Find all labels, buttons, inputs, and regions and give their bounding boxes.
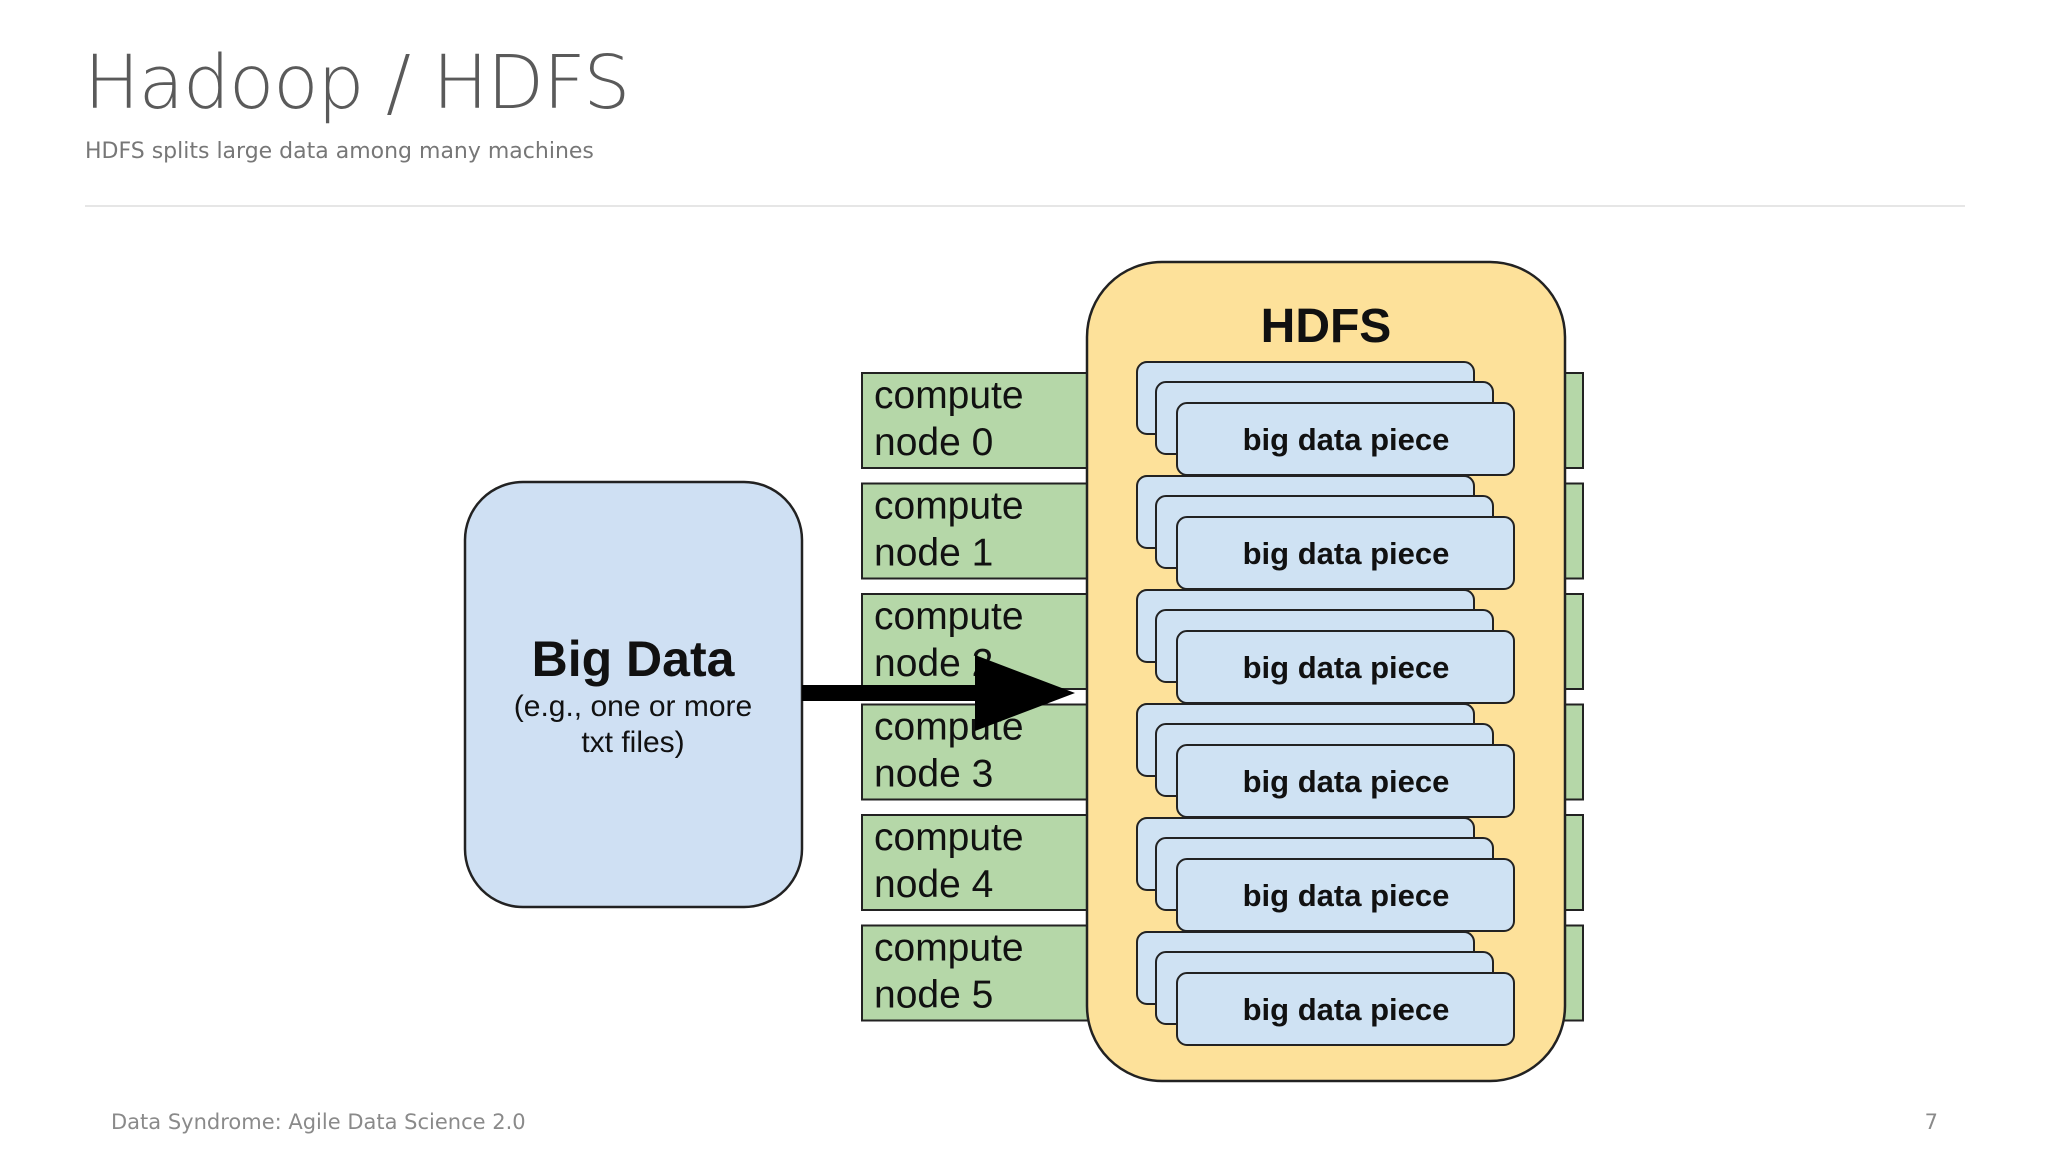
compute-node-label-line2: node 3 bbox=[874, 753, 993, 796]
slide-subtitle: HDFS splits large data among many machin… bbox=[85, 139, 594, 164]
piece-label: big data piece bbox=[1243, 422, 1450, 457]
piece-label: big data piece bbox=[1243, 650, 1450, 685]
big-data-title: Big Data bbox=[532, 631, 736, 687]
slide-title: Hadoop / HDFS bbox=[84, 40, 630, 126]
title-divider bbox=[85, 205, 1965, 207]
compute-node-label-line2: node 5 bbox=[874, 974, 993, 1017]
compute-node-label-line1: compute bbox=[874, 816, 1024, 859]
compute-node-label-line2: node 4 bbox=[874, 863, 993, 906]
piece-stack-5: big data piece bbox=[1136, 931, 1515, 1046]
piece-stack-3: big data piece bbox=[1136, 703, 1515, 818]
piece-label: big data piece bbox=[1243, 764, 1450, 799]
piece-stack-1: big data piece bbox=[1136, 475, 1515, 590]
piece-label: big data piece bbox=[1243, 536, 1450, 571]
page-number: 7 bbox=[1924, 1110, 1938, 1134]
piece-stack-0: big data piece bbox=[1136, 361, 1515, 476]
big-data-note-line1: (e.g., one or more bbox=[514, 690, 752, 723]
piece-label: big data piece bbox=[1243, 992, 1450, 1027]
piece-stack-2: big data piece bbox=[1136, 589, 1515, 704]
compute-node-label-line2: node 2 bbox=[874, 642, 993, 685]
split-arrow bbox=[802, 655, 1075, 731]
compute-node-label-line1: compute bbox=[874, 927, 1024, 970]
compute-node-label-line1: compute bbox=[874, 595, 1024, 638]
big-data-pieces: big data piece big data piece big data pie… bbox=[1136, 361, 1515, 1046]
compute-node-label-line1: compute bbox=[874, 374, 1024, 417]
compute-node-label-line2: node 1 bbox=[874, 532, 993, 575]
compute-node-label-line1: compute bbox=[874, 485, 1024, 528]
big-data-note-line2: txt files) bbox=[581, 726, 684, 759]
footer-text: Data Syndrome: Agile Data Science 2.0 bbox=[111, 1110, 526, 1134]
hdfs-label: HDFS bbox=[1261, 300, 1392, 353]
piece-front-card bbox=[1176, 972, 1515, 1046]
compute-node-label-line2: node 0 bbox=[874, 421, 993, 464]
piece-label: big data piece bbox=[1243, 878, 1450, 913]
piece-stack-4: big data piece bbox=[1136, 817, 1515, 932]
